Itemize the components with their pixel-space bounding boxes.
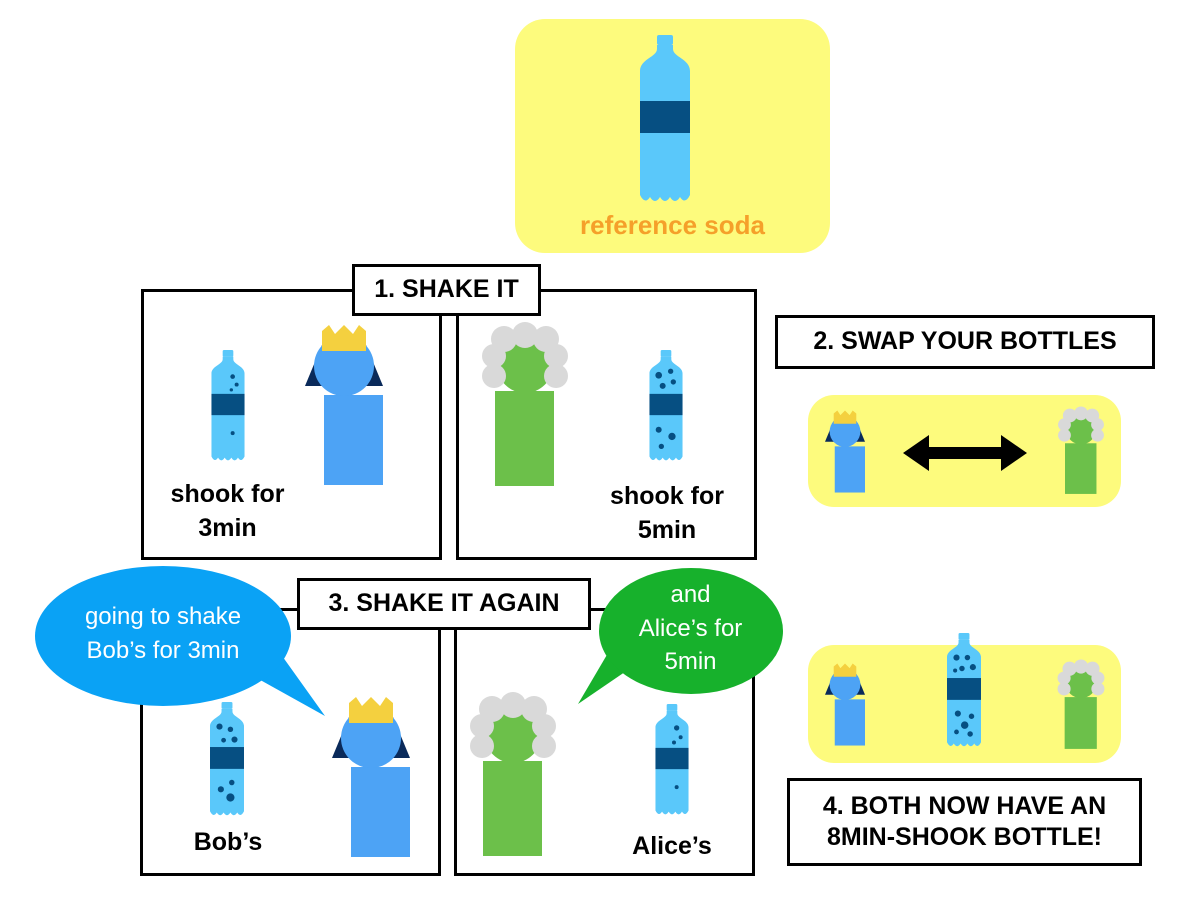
step3-alice-bottle-icon xyxy=(651,704,693,817)
step4-bottle-icon xyxy=(942,633,986,749)
alice-speech-line3: 5min xyxy=(664,648,717,676)
alice-speech-bubble xyxy=(578,568,783,704)
step4-label-line2: 8MIN-SHOOK BOTTLE! xyxy=(827,823,1102,851)
step1-bob-caption-line2: 3min xyxy=(198,513,257,542)
step1-alice-caption-line2: 5min xyxy=(637,515,697,544)
step3-bob-caption: Bob’s xyxy=(193,828,263,856)
step1-label: 1. SHAKE IT xyxy=(352,264,541,316)
alice-speech-text: and Alice’s for 5min xyxy=(598,578,783,679)
step4-label-line1: 4. BOTH NOW HAVE AN xyxy=(822,791,1107,820)
bob-speech-bubble xyxy=(35,566,325,716)
step4-alice-icon xyxy=(1057,659,1105,749)
step1-bob-caption-line1: shook for xyxy=(170,480,285,508)
step1-bob-panel xyxy=(141,289,442,560)
step1-bob-figure-icon xyxy=(305,325,383,485)
step3-bob-figure-icon xyxy=(332,697,410,857)
step1-bob-caption: shook for 3min xyxy=(145,478,310,546)
step1-alice-caption-line1: shook for xyxy=(610,482,724,510)
bob-speech-line2: Bob’s for 3min xyxy=(86,636,240,664)
step3-bob-bottle-icon xyxy=(205,702,249,818)
step2-bob-icon xyxy=(825,410,865,493)
bob-speech-line1: going to shake xyxy=(84,603,242,630)
step1-alice-caption: shook for 5min xyxy=(582,480,752,548)
step2-label: 2. SWAP YOUR BOTTLES xyxy=(775,315,1155,369)
step3-alice-caption: Alice’s xyxy=(632,832,712,860)
swap-arrow-icon xyxy=(903,435,1027,471)
step2-alice-icon xyxy=(1058,406,1104,494)
step4-label: 4. BOTH NOW HAVE AN 8MIN-SHOOK BOTTLE! xyxy=(787,778,1142,866)
step3-label: 3. SHAKE IT AGAIN xyxy=(297,578,591,630)
step1-alice-figure-icon xyxy=(482,322,568,486)
step1-bob-bottle-icon xyxy=(207,350,249,463)
step3-alice-figure-icon xyxy=(470,692,556,856)
alice-speech-line2: Alice’s for xyxy=(638,614,743,642)
bob-speech-text: going to shake Bob’s for 3min xyxy=(35,600,291,667)
reference-caption: reference soda xyxy=(580,210,765,240)
step4-bob-icon xyxy=(825,663,865,746)
alice-speech-line1: and xyxy=(670,581,711,608)
step1-alice-bottle-icon xyxy=(645,350,687,463)
reference-bottle-icon xyxy=(640,35,690,205)
